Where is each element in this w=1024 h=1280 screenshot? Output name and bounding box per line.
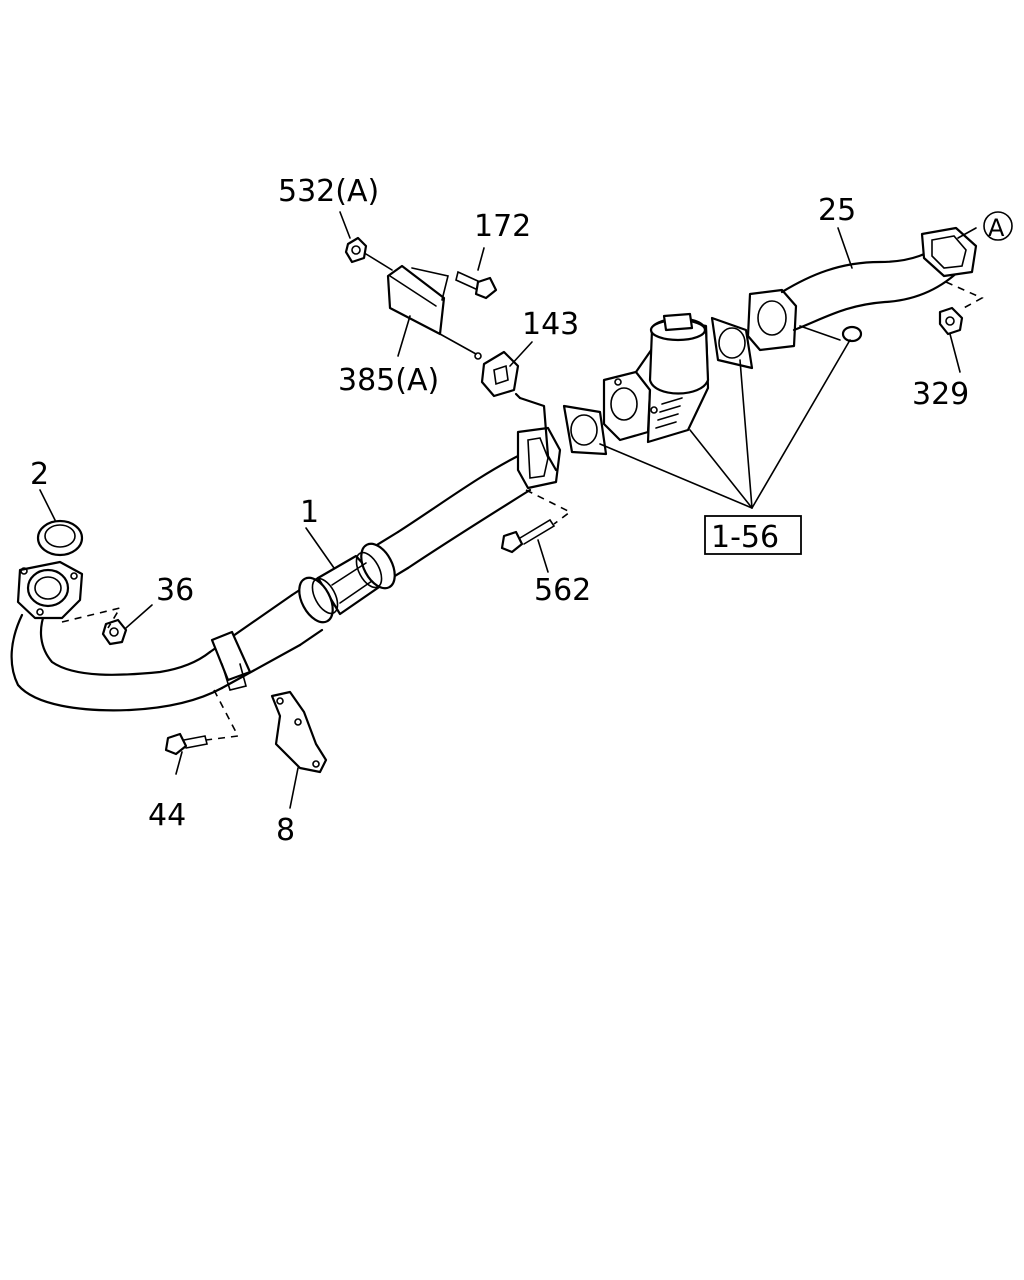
catalytic-converter: [602, 312, 710, 444]
bolt-44: [164, 732, 208, 756]
bracket-8: [270, 690, 328, 774]
tail-pipe-25: [746, 226, 978, 352]
callout-172: 172: [474, 209, 531, 244]
leader-dash-562: [525, 489, 572, 525]
leader-line-532-rod: [365, 253, 393, 271]
gasket-ring-2: [36, 519, 84, 557]
callout-1: 1: [300, 495, 319, 530]
gasket-square-left: [562, 404, 608, 456]
stud-line: [799, 325, 841, 341]
callout-25: 25: [818, 193, 856, 228]
callout-532: 532(A): [278, 174, 379, 209]
leader-dash-36: [61, 606, 122, 629]
circled-reference-a: A: [983, 211, 1013, 242]
gasket-square-right: [710, 316, 754, 370]
nut-532: [344, 236, 368, 264]
front-exhaust-pipe: [10, 426, 562, 712]
callout-a: A: [988, 214, 1005, 242]
callout-562: 562: [534, 573, 591, 608]
nut-36: [101, 618, 128, 646]
leader-dash-44: [205, 689, 240, 741]
assembly-reference-box: 1-56: [704, 515, 802, 555]
callout-36: 36: [156, 573, 194, 608]
callout-143: 143: [522, 307, 579, 342]
callout-8: 8: [276, 813, 295, 848]
rubber-hanger-143: [480, 350, 520, 398]
nut-329: [938, 306, 964, 336]
callout-385: 385(A): [338, 363, 439, 398]
leader-dash-329: [945, 281, 984, 311]
hanger-rod: [518, 396, 558, 472]
washer: [841, 325, 863, 343]
callout-44: 44: [148, 798, 186, 833]
bolt-172: [455, 270, 498, 300]
leader-lines: [39, 211, 977, 809]
callout-2: 2: [30, 457, 49, 492]
bolt-562: [500, 518, 556, 554]
callout-329: 329: [912, 377, 969, 412]
bracket-385: [386, 264, 482, 360]
callout-1-56: 1-56: [711, 520, 779, 555]
